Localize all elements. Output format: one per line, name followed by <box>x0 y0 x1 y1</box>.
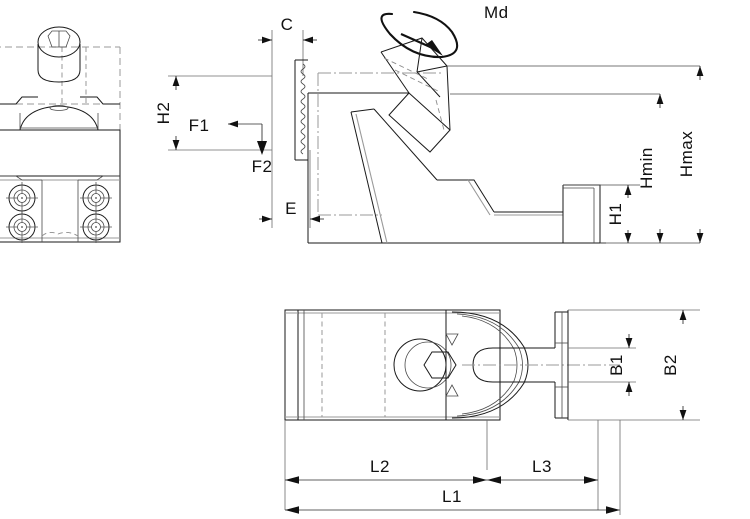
dimension-b2: B2 <box>661 310 687 420</box>
end-view-dome-bore <box>49 105 69 111</box>
torque-symbol-md: Md <box>380 3 509 59</box>
end-view-notch-right <box>80 96 120 105</box>
side-view-angled-head <box>388 92 451 153</box>
plan-view: B1 B2 L2 L3 <box>284 309 700 515</box>
dimension-hmin-label: Hmin <box>637 147 656 189</box>
end-view-flange-notch-l <box>0 175 42 181</box>
side-view-thread-serration <box>300 63 306 155</box>
side-view-shelf-step <box>460 179 495 213</box>
plan-view-hex-socket <box>423 351 457 379</box>
end-view-screw-lower-right <box>80 211 112 243</box>
dimension-l3: L3 <box>487 457 598 484</box>
dimension-b1-label: B1 <box>607 354 626 376</box>
side-view-rib-upper <box>373 108 438 181</box>
end-view-body-block <box>0 129 121 177</box>
dimension-h2-label: H2 <box>154 102 173 125</box>
end-view-boss-body <box>37 44 81 83</box>
dimension-l1: L1 <box>285 420 621 515</box>
dimension-l1-arrow-right <box>606 506 620 514</box>
end-view-boss-top <box>37 26 81 58</box>
plan-view-head-inner-arc-1 <box>456 313 523 417</box>
dimension-l3-label: L3 <box>532 457 552 476</box>
end-view-flange-notch-r <box>78 175 120 181</box>
dimension-l1-label: L1 <box>442 487 462 506</box>
dimension-b1: B1 <box>607 334 633 396</box>
md-label: Md <box>484 3 509 22</box>
end-view-screw-lower-left <box>6 211 38 243</box>
side-view-head-seat-top <box>416 65 448 73</box>
side-view-rib-left-shadow <box>355 113 388 244</box>
dimension-l1-arrow-left <box>285 506 299 514</box>
dimension-hmin: Hmin <box>637 94 664 243</box>
dimension-c: C <box>258 15 317 198</box>
side-view-head-hidden-1 <box>383 57 431 81</box>
dimension-hmax-label: Hmax <box>677 131 696 177</box>
dimension-hmax: Hmax <box>677 66 704 243</box>
side-view-end-boss <box>563 184 601 243</box>
dimension-l2-arrow-left <box>285 476 299 484</box>
dimension-e-label: E <box>285 199 297 218</box>
side-view: C Md H2 F1 F <box>154 3 704 244</box>
dimension-h1: H1 <box>606 185 632 243</box>
dimension-e: E <box>259 150 324 228</box>
force-arrow-f2-head <box>257 141 267 155</box>
force-label-f2: F2 <box>252 157 273 176</box>
side-view-rib-left <box>350 111 383 244</box>
force-indicator-f1-f2: F1 F2 <box>189 116 273 176</box>
force-label-f1: F1 <box>189 116 210 135</box>
side-view-head-hidden-3 <box>435 99 445 131</box>
dimension-l2-arrow-right <box>473 476 487 484</box>
plan-view-notch-lower <box>445 384 459 397</box>
end-view-hex-socket <box>47 30 71 48</box>
dimension-h2: H2 <box>154 75 272 151</box>
dimension-l3-arrow-right <box>584 476 598 484</box>
side-view-rib-top-edge <box>350 108 375 113</box>
md-arrow-head <box>425 40 443 56</box>
dimension-c-label: C <box>281 15 294 34</box>
dimension-l2: L2 <box>285 457 487 484</box>
end-view <box>0 26 121 243</box>
side-view-shelf-step-shadow <box>467 179 491 216</box>
dimension-b2-label: B2 <box>661 354 680 376</box>
md-rotation-ellipse <box>380 10 459 59</box>
end-view-notch-left <box>0 96 38 105</box>
plan-view-notch-upper <box>445 333 459 346</box>
dimension-h1-label: H1 <box>606 203 625 226</box>
end-view-dome-profile <box>19 105 99 131</box>
end-view-hidden-arc <box>41 231 79 237</box>
side-view-head-upper-edge <box>380 37 451 131</box>
dimension-l2-label: L2 <box>370 457 390 476</box>
dimension-l3-arrow-left <box>487 476 501 484</box>
